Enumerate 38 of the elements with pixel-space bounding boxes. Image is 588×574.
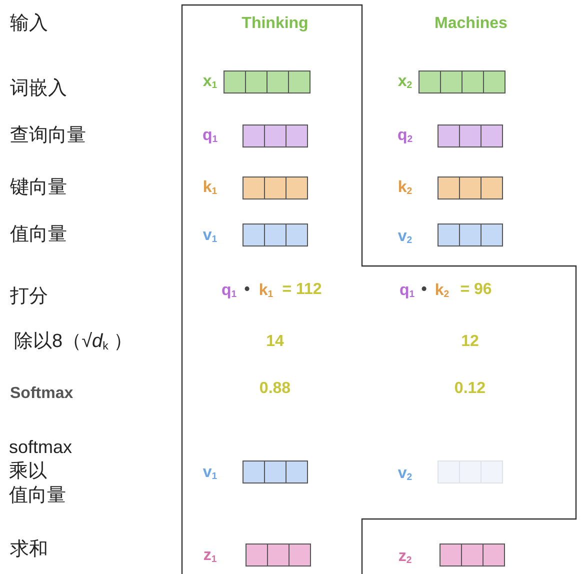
- row-label: 查询向量: [10, 126, 86, 146]
- dot-operator: •: [421, 281, 427, 299]
- row-label: 乘以: [9, 462, 47, 482]
- dot-operator: •: [244, 281, 250, 299]
- row-label: 求和: [10, 540, 48, 560]
- score-value: = 112: [282, 281, 322, 299]
- vector-name: v$_{1}$: [202, 227, 218, 246]
- row-label: 键向量: [10, 178, 67, 198]
- vector-name: q$_{2}$: [397, 127, 413, 146]
- row-label: 输入: [10, 14, 48, 34]
- score-value: 12: [461, 333, 479, 351]
- score-value: 0.88: [259, 380, 291, 398]
- row-label: 词嵌入: [10, 78, 67, 100]
- vector-name: v$_{2}$: [398, 465, 412, 484]
- score-value: 0.12: [454, 380, 486, 398]
- vector-name: k$_{2}$: [398, 179, 412, 198]
- row-label: 除以8（√d$_{k}$ ）: [14, 332, 133, 352]
- row-label: softmax: [9, 438, 72, 458]
- vector-name: q$_{1}$: [202, 127, 218, 146]
- row-label: 值向量: [9, 486, 66, 506]
- row-label: 值向量: [10, 224, 67, 246]
- vector-name: q$_{1}$: [399, 282, 415, 301]
- vector-name: z$_{1}$: [203, 547, 217, 566]
- row-label: Softmax: [10, 385, 74, 403]
- column-heading: Machines: [434, 15, 508, 33]
- vector-name: q$_{1}$: [221, 282, 237, 301]
- vector-name: v$_{2}$: [398, 228, 412, 247]
- vector-name: k$_{1}$: [258, 282, 274, 301]
- score-value: = 96: [460, 281, 492, 299]
- column-heading: Thinking: [242, 15, 308, 33]
- vector-name: x$_{1}$: [202, 73, 218, 92]
- vector-name: z$_{2}$: [398, 548, 412, 567]
- vector-name: x$_{2}$: [398, 73, 412, 92]
- vector-name: k$_{2}$: [434, 282, 450, 301]
- vector-name: v$_{1}$: [202, 464, 218, 483]
- row-label: 打分: [10, 286, 48, 308]
- vector-name: k$_{1}$: [202, 179, 218, 198]
- score-value: 14: [266, 333, 284, 351]
